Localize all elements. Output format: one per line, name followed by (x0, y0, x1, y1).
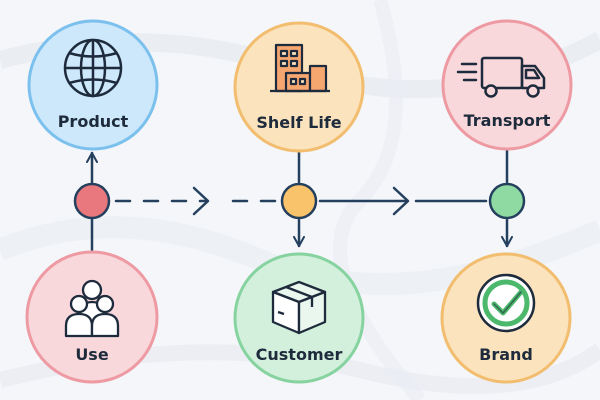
junction-right (488, 182, 526, 220)
dashed-arrow-chevron (192, 186, 210, 216)
globe-icon (63, 38, 123, 98)
node-customer-label: Customer (256, 345, 343, 364)
solid-arrow-chevron (392, 186, 410, 216)
junction-left (73, 182, 111, 220)
node-shelf-life-label: Shelf Life (256, 113, 341, 132)
connectors (86, 146, 513, 252)
shelf-building-icon (270, 43, 330, 93)
box-icon (271, 280, 327, 335)
node-shelf-life[interactable]: Shelf Life (233, 21, 365, 153)
node-brand-label: Brand (479, 345, 533, 364)
node-use-label: Use (75, 345, 109, 364)
truck-icon (456, 56, 546, 98)
check-badge-icon (476, 273, 536, 333)
node-brand[interactable]: Brand (440, 252, 572, 384)
node-transport[interactable]: Transport (441, 19, 573, 151)
node-use[interactable]: Use (25, 250, 159, 384)
node-product-label: Product (58, 112, 129, 131)
node-transport-circle (441, 19, 573, 151)
node-transport-label: Transport (464, 111, 551, 130)
node-product[interactable]: Product (27, 19, 159, 151)
node-customer[interactable]: Customer (233, 252, 365, 384)
users-icon (64, 279, 120, 338)
junction-middle (280, 182, 318, 220)
